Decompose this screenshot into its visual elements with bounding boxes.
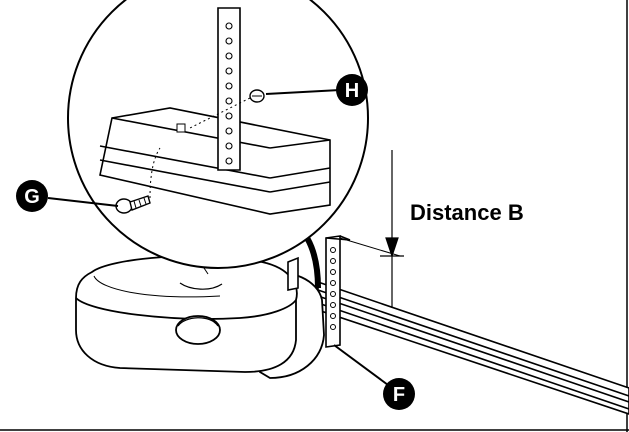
callout-h: H — [336, 74, 368, 106]
detail-channel — [99, 107, 331, 215]
screw-h-dotted-path — [189, 97, 251, 129]
callout-h-label: H — [345, 80, 359, 102]
callout-h-leader — [265, 89, 341, 95]
bracket-f-holes — [330, 247, 336, 330]
callout-g-leader — [47, 197, 119, 207]
detail-magnifier — [67, 0, 369, 269]
screw-h-icon — [249, 89, 265, 103]
bracket-f — [287, 235, 351, 348]
callout-f-label: F — [393, 384, 405, 406]
callout-g: G — [16, 180, 48, 212]
callout-g-label: G — [24, 186, 40, 208]
motor-housing — [75, 255, 325, 379]
detail-bracket-strip — [217, 7, 241, 171]
screw-g-icon — [115, 195, 151, 214]
callout-f: F — [383, 378, 415, 410]
dimension-distance-b — [339, 150, 404, 308]
distance-b-label: Distance B — [410, 200, 524, 225]
callout-f-leader — [333, 344, 389, 386]
rail — [317, 280, 629, 415]
